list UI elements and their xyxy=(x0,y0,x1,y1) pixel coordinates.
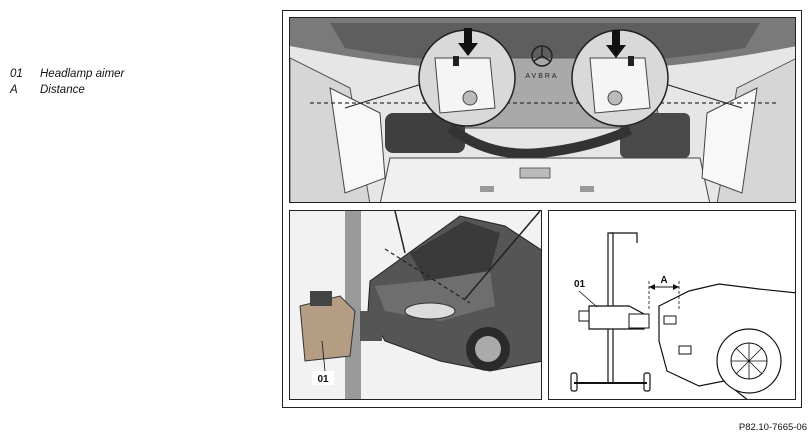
figure-code: P82.10-7665-06 xyxy=(738,422,807,433)
legend-label: Headlamp aimer xyxy=(40,68,125,80)
drawing-panel: A 01 xyxy=(548,210,796,400)
aimer-distance-drawing: A 01 xyxy=(570,232,795,399)
legend: 01 Headlamp aimer A Distance xyxy=(10,66,124,98)
legend-row-headlamp-aimer: 01 Headlamp aimer xyxy=(10,66,124,82)
legend-code: 01 xyxy=(10,68,23,80)
car-with-aimer-illustration: 01 xyxy=(299,211,541,399)
callout-aimer: 01 xyxy=(317,374,329,385)
magnifier-right xyxy=(571,29,743,127)
callout-distance: A xyxy=(660,275,667,286)
photo-panel: 01 xyxy=(289,210,542,400)
magnifier-left xyxy=(344,28,516,127)
callout-aimer-drawing: 01 xyxy=(574,279,586,290)
legend-label: Distance xyxy=(40,84,85,96)
engine-bay-panel: AVBRA xyxy=(289,17,796,203)
engine-badge: AVBRA xyxy=(525,73,558,80)
legend-row-distance: A Distance xyxy=(10,82,124,98)
legend-code: A xyxy=(10,84,18,96)
engine-bay-illustration: AVBRA xyxy=(290,18,795,202)
